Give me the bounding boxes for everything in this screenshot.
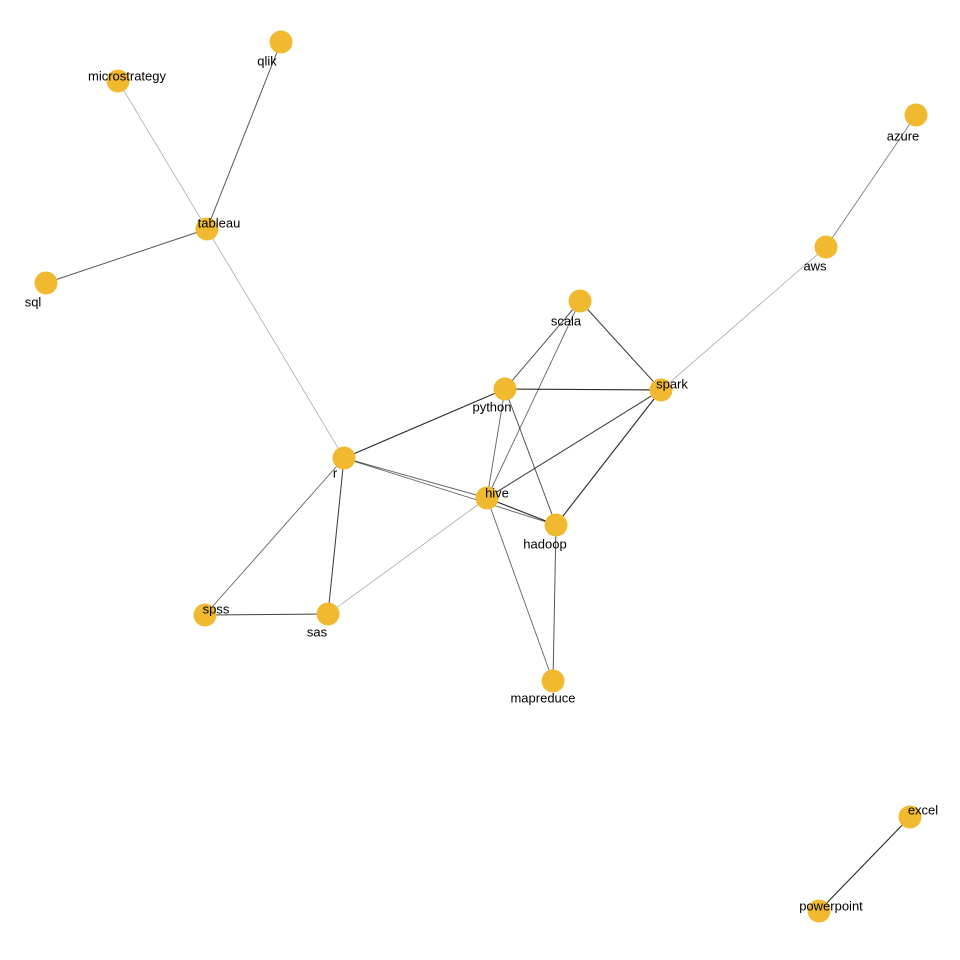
node-label-spark: spark bbox=[656, 376, 688, 391]
edge-scala-hive bbox=[486, 300, 581, 499]
edge-hadoop-mapreduce bbox=[552, 524, 557, 682]
edge-python-hive bbox=[486, 388, 506, 499]
node-label-sas: sas bbox=[307, 624, 328, 639]
edge-python-hadoop bbox=[504, 388, 557, 526]
node-aws[interactable] bbox=[814, 235, 838, 259]
node-microstrategy[interactable] bbox=[106, 69, 130, 93]
node-label-scala: scala bbox=[551, 313, 582, 328]
edge-qlik-tableau bbox=[206, 41, 282, 230]
node-label-hadoop: hadoop bbox=[523, 536, 566, 551]
node-python[interactable] bbox=[493, 377, 517, 401]
node-label-hive: hive bbox=[485, 485, 509, 500]
node-r[interactable] bbox=[332, 446, 356, 470]
node-azure[interactable] bbox=[904, 103, 928, 127]
node-spss[interactable] bbox=[193, 603, 217, 627]
node-qlik[interactable] bbox=[269, 30, 293, 54]
node-label-azure: azure bbox=[887, 128, 920, 143]
edge-spark-hadoop bbox=[555, 389, 662, 526]
edge-hive-sas bbox=[327, 497, 488, 615]
edge-python-r bbox=[343, 388, 506, 459]
edge-microstrategy-tableau bbox=[117, 80, 208, 230]
edge-spss-sas bbox=[204, 613, 329, 616]
node-mapreduce[interactable] bbox=[541, 669, 565, 693]
edge-r-sas bbox=[327, 457, 345, 615]
labels-layer: qlik microstrategy tableau sql azure aws scala… bbox=[25, 53, 939, 913]
edge-python-spark bbox=[504, 388, 662, 391]
node-label-sql: sql bbox=[25, 294, 42, 309]
edge-tableau-r bbox=[206, 228, 345, 459]
node-label-mapreduce: mapreduce bbox=[510, 690, 575, 705]
edge-hive-hadoop bbox=[486, 497, 557, 526]
edge-scala-python bbox=[504, 300, 581, 390]
node-label-excel: excel bbox=[908, 802, 938, 817]
edge-excel-powerpoint bbox=[818, 816, 911, 912]
edge-scala-spark bbox=[579, 300, 662, 391]
node-label-r: r bbox=[333, 465, 338, 480]
node-label-python: python bbox=[472, 399, 511, 414]
edge-spark-hive bbox=[486, 389, 662, 499]
node-sql[interactable] bbox=[34, 271, 58, 295]
edges-layer bbox=[45, 41, 917, 912]
node-hadoop[interactable] bbox=[544, 513, 568, 537]
node-hive[interactable] bbox=[475, 486, 499, 510]
edge-aws-spark bbox=[660, 246, 827, 391]
node-label-aws: aws bbox=[803, 258, 827, 273]
edge-r-hadoop bbox=[343, 457, 557, 526]
edge-r-spss bbox=[204, 457, 345, 616]
node-excel[interactable] bbox=[898, 805, 922, 829]
node-sas[interactable] bbox=[316, 602, 340, 626]
node-spark[interactable] bbox=[649, 378, 673, 402]
node-label-powerpoint: powerpoint bbox=[799, 898, 863, 913]
node-powerpoint[interactable] bbox=[807, 899, 831, 923]
edge-r-hive bbox=[343, 457, 488, 499]
node-tableau[interactable] bbox=[195, 217, 219, 241]
node-label-tableau: tableau bbox=[198, 215, 241, 230]
node-label-microstrategy: microstrategy bbox=[88, 68, 167, 83]
edge-sql-tableau bbox=[45, 228, 208, 284]
edge-azure-aws bbox=[825, 114, 917, 248]
node-scala[interactable] bbox=[568, 289, 592, 313]
node-label-spss: spss bbox=[203, 601, 230, 616]
edge-hive-mapreduce bbox=[486, 497, 554, 682]
nodes-layer bbox=[34, 30, 928, 923]
node-label-qlik: qlik bbox=[257, 53, 277, 68]
